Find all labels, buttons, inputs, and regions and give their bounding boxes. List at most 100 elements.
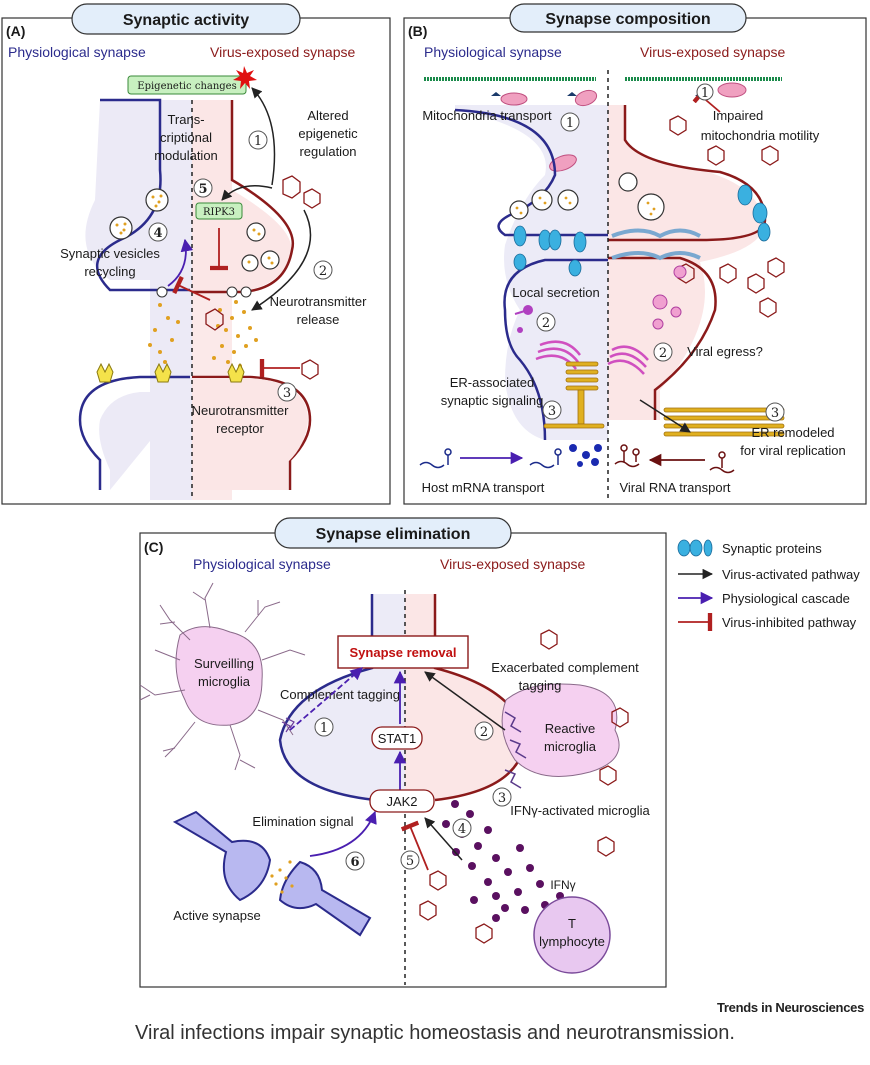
postsynapse-virus-membrane — [192, 375, 312, 490]
svg-text:1: 1 — [701, 86, 709, 101]
golgi-icon — [535, 340, 649, 375]
panel-c-step-6-badge — [345, 851, 365, 871]
vesicles-label-1: Synaptic vesicles — [60, 246, 160, 261]
postsynapse-physio-membrane — [78, 375, 190, 490]
exacerbated-label-1: Exacerbated complement — [491, 660, 639, 675]
synaptic-protein-icon — [513, 184, 771, 277]
host-mrna-icon — [419, 448, 562, 469]
legend-inhibited-label: Virus-inhibited pathway — [722, 615, 857, 630]
epigenetic-star-icon — [233, 66, 257, 89]
host-mrna-label: Host mRNA transport — [422, 480, 545, 495]
panel-c-step-2-badge — [474, 721, 494, 741]
reactive-label-1: Reactive — [545, 721, 596, 736]
complement-tagging-arrow — [289, 667, 363, 731]
panel-b: Synapse composition (B) Physiological sy… — [403, 3, 867, 505]
er-remodeled-label-1: ER remodeled — [751, 425, 834, 440]
mito-transport-label: Mitochondria transport — [422, 108, 552, 123]
panel-b-vesicles — [509, 172, 665, 221]
reactive-label-2: microglia — [544, 739, 597, 754]
nt-release-label-2: release — [297, 312, 340, 327]
transcriptional-label-1: Trans- — [167, 112, 204, 127]
panel-b-step-3b-badge — [765, 402, 785, 422]
panel-b-right-heading: Virus-exposed synapse — [640, 44, 785, 60]
synapse-removal-box — [337, 635, 469, 669]
vesicles-label-2: recycling — [84, 264, 135, 279]
exacerbated-label-2: tagging — [519, 678, 562, 693]
svg-text:1: 1 — [566, 116, 574, 131]
legend-synaptic-proteins-label: Synaptic proteins — [722, 541, 822, 556]
t-lymphocyte — [533, 896, 611, 974]
legend: Synaptic proteins Virus-activated pathwa… — [677, 539, 860, 631]
epigenetic-changes-box — [127, 75, 247, 95]
panel-a-left-heading: Physiological synapse — [8, 44, 146, 60]
active-synapse — [172, 810, 372, 937]
panel-b-virus-particles — [669, 115, 785, 318]
disrupted-synaptic-proteins — [611, 228, 701, 239]
svg-text:3: 3 — [548, 404, 556, 419]
svg-text:3: 3 — [283, 386, 291, 401]
svg-text:5: 5 — [198, 182, 207, 197]
panel-a: Synaptic activity (A) Physiological syna… — [1, 3, 391, 505]
active-synapse-label: Active synapse — [173, 908, 260, 923]
panel-a-right-heading: Virus-exposed synapse — [210, 44, 355, 60]
surveilling-label-1: Surveilling — [194, 656, 254, 671]
stat1-box — [371, 726, 423, 750]
mitochondria-icon — [500, 82, 747, 172]
er-remodel-arrow — [639, 399, 691, 433]
panel-c-step-4-badge — [452, 818, 472, 838]
presynapse-physio-fill — [85, 100, 164, 280]
recycling-inhibition — [172, 275, 211, 301]
svg-text:2: 2 — [542, 316, 550, 331]
svg-text:1: 1 — [320, 721, 328, 736]
local-secretion-label: Local secretion — [512, 285, 599, 300]
elimination-signal-label: Elimination signal — [252, 814, 353, 829]
nt-release-label-1: Neurotransmitter — [270, 294, 367, 309]
viral-rna-icon — [614, 444, 735, 474]
panel-c-letter: (C) — [144, 539, 163, 555]
panel-b-letter: (B) — [408, 23, 427, 39]
transcriptional-label-2: criptional — [160, 130, 212, 145]
physio-column-fill — [150, 100, 192, 500]
panel-c-step-5-badge — [400, 850, 420, 870]
t-lymphocyte-label-1: T — [568, 916, 576, 931]
impaired-label-1: Impaired — [713, 108, 764, 123]
vesicle-recycling-arrow — [167, 238, 194, 287]
step-5-badge — [193, 178, 213, 198]
panel-b-left-heading: Physiological synapse — [424, 44, 562, 60]
stat1-label: STAT1 — [378, 731, 417, 746]
svg-text:3: 3 — [771, 406, 779, 421]
panel-c-step-3-badge — [492, 787, 512, 807]
presynapse-virus-membrane — [192, 100, 295, 294]
svg-text:3: 3 — [498, 791, 506, 806]
impaired-label-2: mitochondria motility — [701, 128, 820, 143]
panel-b-virus-fill — [608, 105, 765, 420]
step-4-badge — [148, 222, 168, 242]
ifng-jak2-arrow — [424, 817, 463, 861]
panel-b-title-pill — [509, 3, 747, 33]
t-lymphocyte-label-2: lymphocyte — [539, 934, 605, 949]
panel-b-step-1b-badge — [696, 83, 714, 101]
svg-text:2: 2 — [659, 346, 667, 361]
svg-text:1: 1 — [254, 134, 262, 149]
surveilling-microglia: Surveilling microglia — [139, 582, 306, 771]
journal-credit: Trends in Neurosciences — [717, 1000, 864, 1015]
synapse-removal-label: Synapse removal — [350, 645, 457, 660]
physio-vesicles — [109, 188, 169, 240]
panel-b-title: Synapse composition — [545, 11, 710, 28]
panel-b-postsynapse-physio — [503, 258, 608, 441]
figure-caption: Viral infections impair synaptic homeost… — [135, 1022, 735, 1044]
presynapse-physio-membrane — [95, 98, 190, 292]
panel-c-right-heading: Virus-exposed synapse — [440, 556, 585, 572]
ripk3-label: RIPK3 — [203, 207, 235, 218]
panel-c: Synapse elimination (C) Physiological sy… — [139, 517, 667, 988]
complement-icon — [281, 717, 295, 733]
svg-text:5: 5 — [406, 854, 414, 869]
panel-c-title-pill — [274, 517, 512, 549]
receptor-icon — [96, 362, 245, 383]
panel-c-physio-membrane — [278, 594, 376, 802]
epigenetic-changes-label: Epigenetic changes — [137, 81, 236, 92]
ribosome-dots — [569, 444, 602, 467]
jak2-box — [369, 789, 435, 813]
panel-b-step-2-badge — [536, 312, 556, 332]
panel-c-title: Synapse elimination — [316, 526, 471, 543]
